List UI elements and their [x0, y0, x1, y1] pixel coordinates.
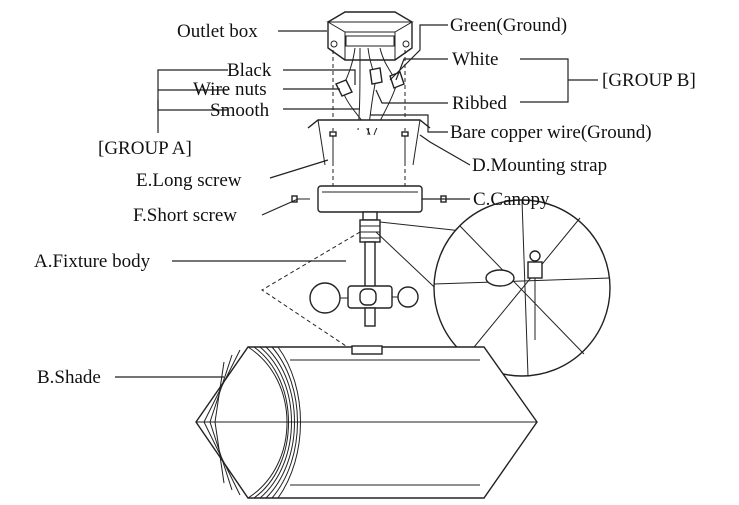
label-mounting-strap: D.Mounting strap — [472, 155, 607, 176]
label-outlet-box: Outlet box — [177, 21, 258, 42]
label-canopy: C.Canopy — [473, 189, 550, 210]
label-shade: B.Shade — [37, 367, 101, 388]
label-group-b: [GROUP B] — [602, 70, 696, 91]
canopy — [317, 185, 423, 213]
mounting-strap — [307, 119, 431, 166]
wire-nut-2 — [369, 67, 383, 85]
shade — [195, 345, 538, 499]
fixture-body — [309, 211, 419, 327]
label-smooth: Smooth — [210, 100, 270, 121]
label-group-a: [GROUP A] — [98, 138, 192, 159]
label-green-ground: Green(Ground) — [450, 15, 567, 36]
label-bare-copper: Bare copper wire(Ground) — [450, 122, 652, 143]
wire-nut-1 — [335, 79, 353, 97]
label-long-screw: E.Long screw — [136, 170, 242, 191]
label-wire-nuts: Wire nuts — [193, 79, 267, 100]
label-fixture-body: A.Fixture body — [34, 251, 151, 272]
label-ribbed: Ribbed — [452, 93, 507, 114]
label-short-screw: F.Short screw — [133, 205, 237, 226]
leader-lines — [115, 24, 598, 378]
outlet-box — [326, 11, 414, 61]
label-black: Black — [227, 60, 272, 81]
long-screw-right — [401, 131, 409, 162]
long-screw-left — [329, 131, 337, 162]
label-white: White — [452, 49, 498, 70]
detail-magnifier — [375, 199, 611, 377]
